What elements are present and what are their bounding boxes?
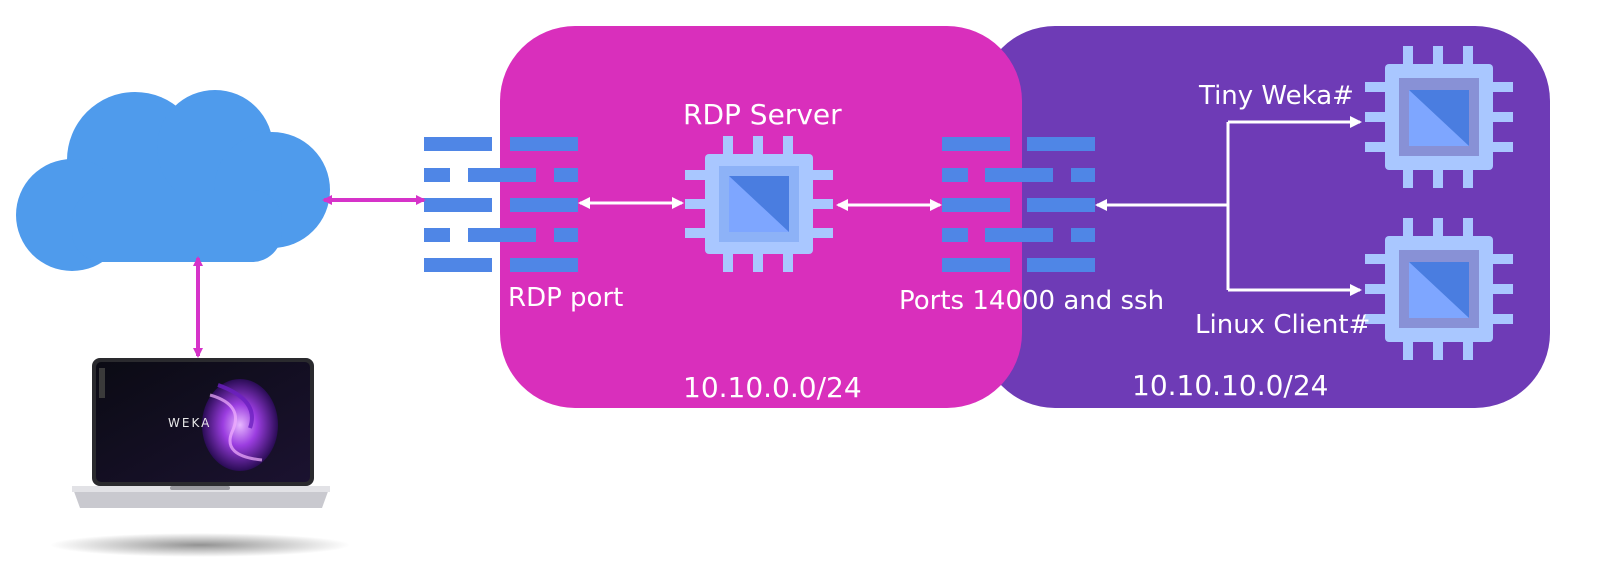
weka-subnet-label: 10.10.10.0/24 [1132, 369, 1329, 402]
laptop-icon [50, 358, 350, 557]
tiny-weka-label: Tiny Weka# [1199, 81, 1354, 111]
firewall-icon [424, 137, 578, 272]
firewall-icon [942, 137, 1095, 272]
rdp-port-label: RDP port [508, 283, 624, 313]
chip-icon [1365, 46, 1513, 188]
linux-client-label: Linux Client# [1195, 310, 1371, 340]
laptop-brand-text: WEKA [168, 416, 211, 430]
rdp-subnet-label: 10.10.0.0/24 [683, 371, 862, 404]
chip-icon [1365, 218, 1513, 360]
ports-label: Ports 14000 and ssh [899, 286, 1165, 316]
rdp-server-label: RDP Server [683, 98, 842, 131]
cloud-icon [16, 90, 330, 271]
chip-icon [685, 136, 833, 272]
